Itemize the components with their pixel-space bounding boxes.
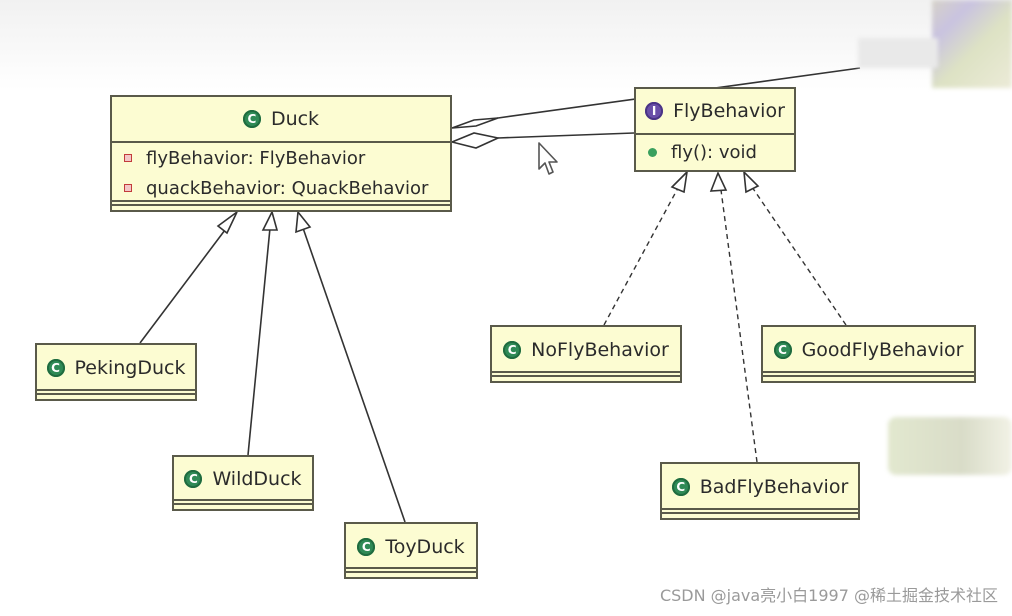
obscured-class-top-right xyxy=(932,0,1012,88)
interface-icon: I xyxy=(645,102,664,120)
class-icon: C xyxy=(671,478,690,496)
class-good-fly-behavior-name: GoodFlyBehavior xyxy=(801,339,964,361)
field-quack-behavior[interactable]: quackBehavior: QuackBehavior xyxy=(112,173,450,203)
class-peking-duck-header: C PekingDuck xyxy=(37,345,195,391)
public-method-icon xyxy=(648,147,657,157)
generalization-arrow-wild xyxy=(261,209,279,231)
realization-line-badfly xyxy=(720,189,758,463)
class-wild-duck[interactable]: C WildDuck xyxy=(172,455,314,511)
class-icon: C xyxy=(242,110,261,128)
class-duck-separator xyxy=(112,141,450,143)
obscured-label-top xyxy=(858,38,938,68)
class-good-fly-behavior-header: C GoodFlyBehavior xyxy=(763,327,974,373)
class-footer xyxy=(174,499,312,509)
class-toy-duck-name: ToyDuck xyxy=(385,535,465,558)
aggregation-line-2 xyxy=(497,132,635,139)
obscured-class-right xyxy=(888,417,1012,475)
interface-fly-behavior-header: I FlyBehavior xyxy=(636,89,794,133)
class-wild-duck-name: WildDuck xyxy=(212,468,302,490)
realization-arrow-nofly xyxy=(670,169,689,194)
method-text: fly(): void xyxy=(671,141,757,163)
method-fly[interactable]: fly(): void xyxy=(636,135,794,169)
class-icon: C xyxy=(773,341,792,359)
generalization-arrow-toy xyxy=(295,209,312,234)
class-duck[interactable]: C Duck flyBehavior: FlyBehavior quackBeh… xyxy=(110,95,452,212)
private-field-icon xyxy=(124,154,132,162)
class-footer xyxy=(37,389,195,399)
class-footer xyxy=(763,371,974,381)
class-wild-duck-header: C WildDuck xyxy=(174,457,312,501)
class-icon: C xyxy=(503,341,522,359)
class-bad-fly-behavior-header: C BadFlyBehavior xyxy=(662,464,858,510)
watermark: CSDN @java亮小白1997 @稀土掘金技术社区 xyxy=(659,586,998,605)
realization-line-nofly xyxy=(603,187,679,326)
class-toy-duck-header: C ToyDuck xyxy=(346,524,476,569)
class-bad-fly-behavior[interactable]: C BadFlyBehavior xyxy=(660,462,860,520)
field-fly-behavior[interactable]: flyBehavior: FlyBehavior xyxy=(112,143,450,173)
class-no-fly-behavior-header: C NoFlyBehavior xyxy=(492,327,680,373)
class-footer xyxy=(346,567,476,577)
class-footer xyxy=(662,508,858,518)
generalization-line-peking xyxy=(139,225,229,344)
class-peking-duck[interactable]: C PekingDuck xyxy=(35,343,197,401)
interface-fly-behavior[interactable]: I FlyBehavior fly(): void xyxy=(634,87,796,172)
realization-arrow-badfly xyxy=(709,170,728,192)
class-no-fly-behavior[interactable]: C NoFlyBehavior xyxy=(490,325,682,383)
mouse-cursor-icon xyxy=(538,142,558,175)
class-duck-footer xyxy=(112,200,450,210)
aggregation-diamond-2 xyxy=(449,132,501,149)
class-peking-duck-name: PekingDuck xyxy=(74,357,186,379)
class-no-fly-behavior-name: NoFlyBehavior xyxy=(531,339,669,361)
field-text: flyBehavior: FlyBehavior xyxy=(146,147,366,169)
class-icon: C xyxy=(46,359,65,377)
private-field-icon xyxy=(124,184,132,192)
class-bad-fly-behavior-name: BadFlyBehavior xyxy=(699,476,849,498)
class-footer xyxy=(492,371,680,381)
generalization-arrow-peking xyxy=(216,211,238,235)
generalization-line-toy xyxy=(302,227,406,523)
aggregation-diamond-1 xyxy=(451,117,499,129)
class-icon: C xyxy=(184,470,203,488)
interface-fly-behavior-name: FlyBehavior xyxy=(673,100,785,122)
class-duck-header: C Duck xyxy=(112,97,450,141)
field-text: quackBehavior: QuackBehavior xyxy=(146,177,429,199)
generalization-line-wild xyxy=(247,227,271,456)
class-toy-duck[interactable]: C ToyDuck xyxy=(344,522,478,579)
class-good-fly-behavior[interactable]: C GoodFlyBehavior xyxy=(761,325,976,383)
class-icon: C xyxy=(357,537,376,556)
interface-separator xyxy=(636,133,794,135)
realization-line-goodfly xyxy=(751,186,847,326)
class-duck-name: Duck xyxy=(270,108,320,130)
realization-arrow-goodfly xyxy=(742,169,760,194)
